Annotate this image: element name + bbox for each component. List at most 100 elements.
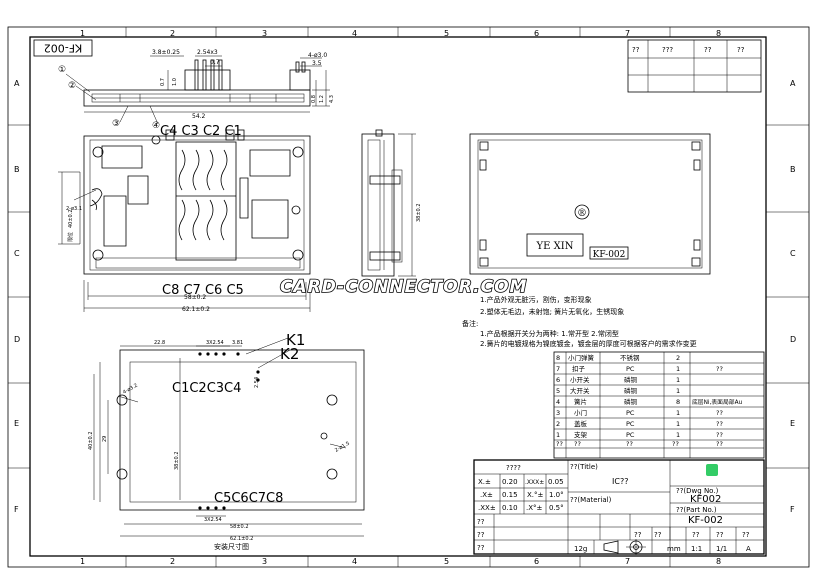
bom-4-mat: 磷铜 bbox=[624, 386, 638, 395]
zone-row-e-right: E bbox=[790, 419, 795, 428]
bom-table: 8 小门弹簧 不锈钢 2 7 扣子 PC 1 ?? 6 小开关 磷铜 1 5 大… bbox=[553, 351, 765, 459]
zone-row-b-left: B bbox=[14, 165, 20, 174]
bom-8-note: ?? bbox=[716, 431, 723, 439]
logo-text: YE XIN bbox=[536, 241, 574, 252]
top-view: 40±0.2 2-ø3.1 限位 58±0.2 62.1±0.2 C4 C3 C… bbox=[58, 124, 311, 313]
side-dim-38: 38±0.2 bbox=[416, 203, 422, 222]
mount-caption: 安装尺寸图 bbox=[214, 542, 249, 551]
title-block: ???? X.± 0.20 .XXX± 0.05 .X± 0.15 X.°± 1… bbox=[473, 459, 765, 555]
size-value: A bbox=[746, 545, 751, 553]
zone-col-4-top: 4 bbox=[352, 29, 357, 38]
callout-3: ③ bbox=[112, 119, 120, 129]
bom-6-mat: PC bbox=[626, 409, 635, 417]
front-dim-4: 4-ø3.0 bbox=[308, 52, 327, 59]
green-logo-icon bbox=[706, 464, 718, 476]
bom-2-note: ?? bbox=[716, 365, 723, 373]
zone-row-c-right: C bbox=[790, 249, 796, 258]
mount-dim-381: 3.81 bbox=[232, 340, 243, 346]
zone-col-3-bottom: 3 bbox=[262, 557, 267, 566]
bom-7-qty: 1 bbox=[676, 420, 680, 428]
zone-row-d-left: D bbox=[14, 335, 20, 344]
dwg-no: KF002 bbox=[690, 494, 721, 505]
bom-7-note: ?? bbox=[716, 420, 723, 428]
zone-row-c-left: C bbox=[14, 249, 20, 258]
zone-row-a-left: A bbox=[14, 79, 20, 88]
zone-row-f-right: F bbox=[790, 505, 795, 514]
note-line-4: 2.簧片的电镀规格为镍底镀金，镀金层的厚度可根据客户的需求作变更 bbox=[480, 339, 697, 348]
mount-dim-40: 40±0.2 bbox=[88, 431, 94, 450]
mount-dim-38: 38±0.2 bbox=[174, 451, 180, 470]
bottom-label-5: ?? bbox=[742, 531, 750, 539]
rev-col-3: ?? bbox=[704, 46, 712, 54]
bom-7-no: 2 bbox=[556, 420, 560, 428]
bom-7-name: 盖板 bbox=[574, 419, 588, 428]
rev-col-1: ?? bbox=[632, 46, 640, 54]
top-contacts-label: C4 C3 C2 C1 bbox=[160, 124, 242, 139]
bom-1-mat: 不锈钢 bbox=[620, 353, 640, 362]
top-dim-40: 40±0.2 bbox=[68, 209, 74, 228]
mount-dim-254: 2.54 bbox=[254, 377, 260, 388]
bom-1-no: 8 bbox=[556, 354, 560, 362]
mount-dim-pitch-top: 3X2.54 bbox=[206, 340, 224, 346]
callout-1: ① bbox=[58, 65, 66, 75]
zone-columns: 1 2 3 4 5 6 7 8 1 2 3 4 5 6 7 8 bbox=[80, 29, 721, 566]
sign-label-3: ?? bbox=[477, 544, 485, 552]
tol-3c: .X°± bbox=[526, 504, 543, 512]
zone-col-7-top: 7 bbox=[625, 29, 630, 38]
sheet-value: 1/1 bbox=[716, 545, 727, 553]
zone-col-2-top: 2 bbox=[170, 29, 175, 38]
tol-3d: 0.5° bbox=[549, 504, 564, 512]
bom-8-name: 支架 bbox=[574, 430, 588, 439]
mount-dim-holes: 4-ø3.2 bbox=[122, 383, 139, 396]
zone-col-1-top: 1 bbox=[80, 29, 85, 38]
tol-1c: .XXX± bbox=[525, 479, 544, 486]
bom-8-mat: PC bbox=[626, 431, 635, 439]
notes: 1.产品外观无脏污，割伤，变形现象 2.塑体无毛边，未射饱; 簧片无氧化，生锈现… bbox=[462, 295, 697, 348]
bom-head-mat: ?? bbox=[626, 440, 633, 448]
part-label: ??(Part No.) bbox=[676, 506, 717, 514]
zone-row-b-right: B bbox=[790, 165, 796, 174]
bom-head-qty: ?? bbox=[672, 440, 679, 448]
bom-head-name: ?? bbox=[574, 440, 581, 448]
tol-2d: 1.0° bbox=[549, 491, 564, 499]
bom-5-name: 簧片 bbox=[574, 397, 587, 406]
grip-pattern bbox=[89, 188, 103, 211]
unit-value: mm bbox=[667, 545, 681, 553]
front-dim-5: 3.5 bbox=[312, 60, 322, 67]
tol-3a: .XX± bbox=[478, 504, 496, 512]
stamp-text: KF-002 bbox=[44, 42, 83, 55]
front-view: 3.8±0.25 2.54x3 0.7 4-ø3.0 3.5 0.7 1.0 0… bbox=[58, 49, 335, 131]
tol-2b: 0.15 bbox=[502, 491, 518, 499]
callout-4: ④ bbox=[152, 121, 160, 131]
weight-value: 12g bbox=[574, 545, 587, 553]
title-value: IC?? bbox=[612, 477, 628, 486]
bom-6-no: 3 bbox=[556, 409, 560, 417]
zone-col-5-bottom: 5 bbox=[444, 557, 449, 566]
bom-3-no: 6 bbox=[556, 376, 560, 384]
registered-mark-ring bbox=[574, 204, 590, 220]
bom-2-no: 7 bbox=[556, 365, 560, 373]
bom-8-no: 1 bbox=[556, 431, 560, 439]
front-dim-10: 4.3 bbox=[329, 95, 335, 103]
note-line-3: 1.产品根据开关分为两种: 1.常开型 2.常闭型 bbox=[480, 329, 619, 338]
material-label: ??(Material) bbox=[570, 496, 612, 504]
back-label-box bbox=[589, 246, 629, 260]
scale-value: 1:1 bbox=[691, 545, 702, 553]
zone-col-6-top: 6 bbox=[534, 29, 539, 38]
note-line-1: 1.产品外观无脏污，割伤，变形现象 bbox=[480, 295, 592, 304]
bottom-label-1: ?? bbox=[634, 531, 642, 539]
rev-col-4: ?? bbox=[737, 46, 745, 54]
front-dim-9: 1.2 bbox=[319, 95, 325, 103]
bom-2-name: 扣子 bbox=[572, 364, 586, 373]
sign-label-1: ?? bbox=[477, 518, 485, 526]
projection-symbol-icon bbox=[603, 539, 646, 555]
bottom-label-2: ?? bbox=[654, 531, 662, 539]
front-dim-2: 2.54x3 bbox=[197, 49, 218, 56]
bom-5-mat: 磷铜 bbox=[624, 397, 638, 406]
zone-rows: A B C D E F A B C D E F bbox=[14, 79, 796, 514]
bom-head-no: ?? bbox=[556, 440, 563, 448]
zone-ticks bbox=[8, 27, 809, 567]
tol-1b: 0.20 bbox=[502, 478, 518, 486]
mount-contacts-top: C1C2C3C4 bbox=[172, 381, 241, 396]
bom-6-name: 小门 bbox=[574, 408, 587, 417]
